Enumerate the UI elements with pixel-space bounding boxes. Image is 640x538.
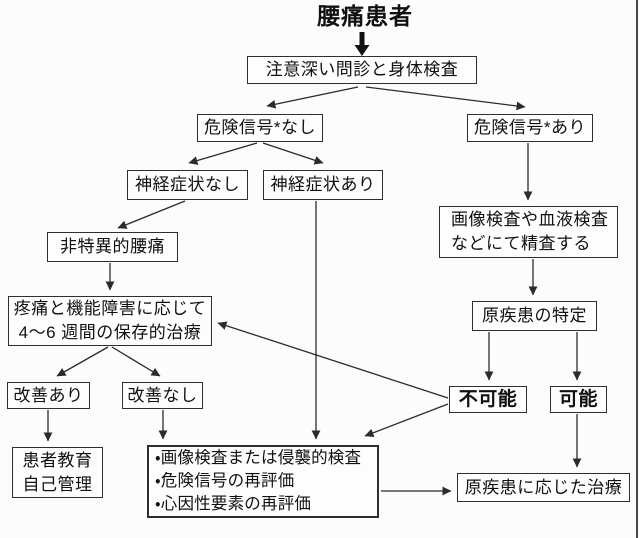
node-treatment-for-underlying-disease: 原疾患に応じた治療 [457,473,630,502]
imaging-line-2: などにて精査する [451,234,591,253]
edge-no-red-flag-to-neuro-no [188,142,258,165]
node-identification-impossible: 不可能 [449,386,527,413]
reeval-item-1: ・画像検査または侵襲的検査 [155,449,362,467]
node-red-flag-present: 危険信号*あり [467,114,593,142]
node-neuro-symptoms-present: 神経症状あり [263,170,383,200]
edge-conservative-to-improved [56,346,109,377]
node-reevaluation-list: ・画像検査または侵襲的検査 ・危険信号の再評価 ・心因性要素の再評価 [147,445,379,518]
edge-exam-to-red-flag [365,86,526,111]
imaging-line-1: 画像検査や血液検査 [451,210,609,229]
edge-conservative-to-not-improved [111,346,161,377]
edge-neuro-no-to-nonspecific [117,200,186,229]
education-line-2: 自己管理 [22,474,93,494]
reeval-item-2: ・危険信号の再評価 [155,472,295,490]
reeval-item-3: ・心因性要素の再評価 [155,495,312,513]
node-patient-education: 患者教育 自己管理 [12,447,103,498]
scan-edge-line [636,0,638,538]
edge-impossible-to-conservative [217,321,449,399]
node-improvement-no: 改善なし [122,382,203,409]
education-line-1: 患者教育 [22,450,93,470]
conservative-line-2: 4〜6 週間の保存的治療 [18,323,202,342]
edge-title-to-exam-thick-arrow [354,32,370,56]
conservative-line-1: 疼痛と機能障害に応じて [13,299,207,318]
node-improvement-yes: 改善あり [7,382,90,409]
node-nonspecific-low-back-pain: 非特異的腰痛 [47,232,178,262]
node-conservative-treatment: 疼痛と機能障害に応じて 4〜6 週間の保存的治療 [8,296,212,346]
edge-no-red-flag-to-neuro-yes [262,142,324,165]
node-identify-underlying-disease: 原疾患の特定 [472,301,597,331]
node-imaging-blood-workup: 画像検査や血液検査 などにて精査する [439,206,618,258]
node-careful-history-exam: 注意深い問診と身体検査 [247,56,477,84]
edge-impossible-to-reeval [364,403,449,438]
page-title: 腰痛患者 [317,3,413,29]
node-red-flag-absent: 危険信号*なし [197,114,323,142]
edge-exam-to-no-red-flag [266,86,359,109]
node-identification-possible: 可能 [550,386,607,413]
node-neuro-symptoms-absent: 神経症状なし [127,170,248,200]
